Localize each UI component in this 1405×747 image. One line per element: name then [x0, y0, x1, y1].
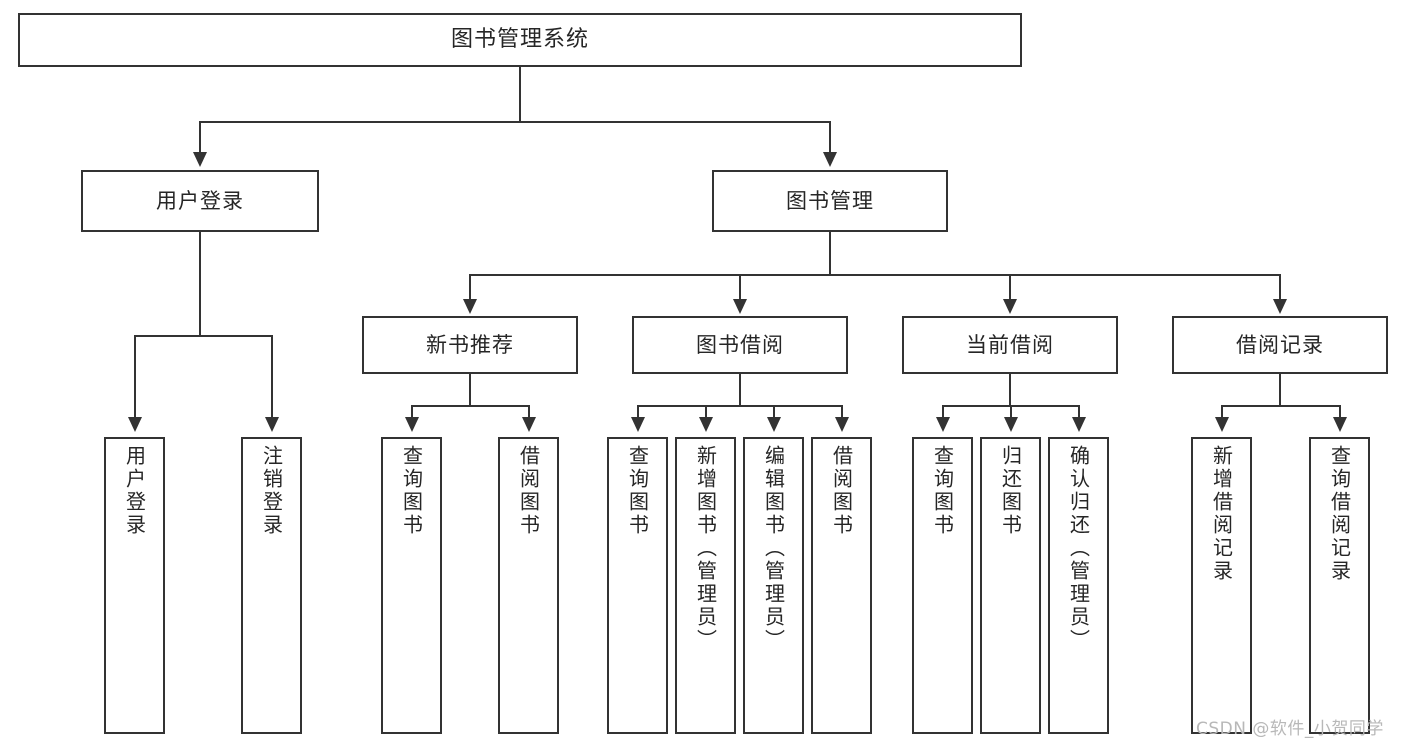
leaf-bb-query-book[interactable]: 查询图书	[607, 437, 668, 734]
leaf-label: 借阅图书	[516, 445, 541, 537]
arrowhead-cb-return-book	[1004, 417, 1018, 432]
connector-user-login-stem	[199, 232, 201, 336]
connector-book-borrow-stem	[739, 374, 741, 406]
connector-root-to-book-management	[829, 121, 831, 154]
connector-cb-leaf-1	[942, 405, 944, 419]
connector-book-management-bus	[469, 274, 1280, 276]
connector-bm-to-borrow-book	[739, 274, 741, 301]
node-label: 图书管理	[786, 188, 874, 213]
arrowhead-book-management	[823, 152, 837, 167]
leaf-label: 归还图书	[998, 445, 1023, 537]
node-label: 新书推荐	[426, 332, 514, 357]
node-user-login[interactable]: 用户登录	[81, 170, 319, 232]
leaf-bb-borrow-book[interactable]: 借阅图书	[811, 437, 872, 734]
leaf-cb-confirm-return[interactable]: 确认归还（管理员）	[1048, 437, 1109, 734]
connector-root-bus	[199, 121, 831, 123]
arrowhead-nb-query-book	[405, 417, 419, 432]
leaf-cb-query-book[interactable]: 查询图书	[912, 437, 973, 734]
leaf-bb-edit-book[interactable]: 编辑图书（管理员）	[743, 437, 804, 734]
connector-root-stem	[519, 67, 521, 122]
connector-new-book-bus	[411, 405, 529, 407]
connector-cb-leaf-2	[1010, 405, 1012, 419]
connector-root-to-user-login	[199, 121, 201, 154]
arrowhead-leaf-user-login	[128, 417, 142, 432]
arrowhead-bb-query-book	[631, 417, 645, 432]
connector-bm-to-borrow-record	[1279, 274, 1281, 301]
arrowhead-bb-edit-book	[767, 417, 781, 432]
node-new-book-recommend[interactable]: 新书推荐	[362, 316, 578, 374]
leaf-label: 借阅图书	[829, 445, 854, 537]
leaf-label: 查询图书	[930, 445, 955, 537]
node-label: 图书管理系统	[450, 27, 589, 53]
node-book-borrow[interactable]: 图书借阅	[632, 316, 848, 374]
node-borrow-record[interactable]: 借阅记录	[1172, 316, 1388, 374]
arrowhead-cb-confirm-return	[1072, 417, 1086, 432]
leaf-br-query-record[interactable]: 查询借阅记录	[1309, 437, 1370, 734]
leaf-label: 用户登录	[122, 445, 147, 537]
leaf-label: 新增借阅记录	[1209, 445, 1234, 583]
node-book-management[interactable]: 图书管理	[712, 170, 948, 232]
leaf-nb-borrow-book[interactable]: 借阅图书	[498, 437, 559, 734]
connector-bm-to-current-borrow	[1009, 274, 1011, 301]
arrowhead-leaf-logout	[265, 417, 279, 432]
connector-user-login-to-leaf-2	[271, 335, 273, 419]
node-current-borrow[interactable]: 当前借阅	[902, 316, 1118, 374]
leaf-label: 查询图书	[399, 445, 424, 537]
arrowhead-bb-borrow-book	[835, 417, 849, 432]
leaf-cb-return-book[interactable]: 归还图书	[980, 437, 1041, 734]
connector-user-login-bus	[134, 335, 272, 337]
leaf-label: 注销登录	[259, 445, 284, 537]
leaf-bb-add-book[interactable]: 新增图书（管理员）	[675, 437, 736, 734]
arrowhead-user-login	[193, 152, 207, 167]
leaf-nb-query-book[interactable]: 查询图书	[381, 437, 442, 734]
arrowhead-br-add-record	[1215, 417, 1229, 432]
leaf-label: 新增图书（管理员）	[693, 445, 718, 652]
connector-new-book-stem	[469, 374, 471, 406]
connector-bb-leaf-2	[705, 405, 707, 419]
connector-bb-leaf-3	[773, 405, 775, 419]
connector-bb-leaf-1	[637, 405, 639, 419]
node-label: 借阅记录	[1236, 332, 1324, 357]
node-label: 当前借阅	[966, 332, 1054, 357]
leaf-label: 编辑图书（管理员）	[761, 445, 786, 652]
leaf-label: 查询图书	[625, 445, 650, 537]
connector-br-leaf-1	[1221, 405, 1223, 419]
arrowhead-new-book-recommend	[463, 299, 477, 314]
leaf-label: 查询借阅记录	[1327, 445, 1352, 583]
connector-nb-leaf-2	[528, 405, 530, 419]
arrowhead-nb-borrow-book	[522, 417, 536, 432]
connector-book-borrow-bus	[637, 405, 842, 407]
arrowhead-book-borrow	[733, 299, 747, 314]
leaf-br-add-record[interactable]: 新增借阅记录	[1191, 437, 1252, 734]
connector-borrow-record-bus	[1221, 405, 1340, 407]
connector-nb-leaf-1	[411, 405, 413, 419]
arrowhead-br-query-record	[1333, 417, 1347, 432]
node-label: 用户登录	[156, 188, 244, 213]
arrowhead-borrow-record	[1273, 299, 1287, 314]
leaf-user-login[interactable]: 用户登录	[104, 437, 165, 734]
leaf-logout[interactable]: 注销登录	[241, 437, 302, 734]
connector-current-borrow-stem	[1009, 374, 1011, 406]
csdn-watermark: CSDN @软件_小贺同学	[1196, 719, 1384, 739]
arrowhead-bb-add-book	[699, 417, 713, 432]
connector-cb-leaf-3	[1078, 405, 1080, 419]
arrowhead-current-borrow	[1003, 299, 1017, 314]
connector-borrow-record-stem	[1279, 374, 1281, 406]
node-label: 图书借阅	[696, 332, 784, 357]
connector-book-management-stem	[829, 232, 831, 275]
node-root-book-management-system[interactable]: 图书管理系统	[18, 13, 1022, 67]
connector-user-login-to-leaf-1	[134, 335, 136, 419]
arrowhead-cb-query-book	[936, 417, 950, 432]
leaf-label: 确认归还（管理员）	[1066, 445, 1091, 652]
connector-bm-to-new-book	[469, 274, 471, 301]
connector-bb-leaf-4	[841, 405, 843, 419]
connector-br-leaf-2	[1339, 405, 1341, 419]
